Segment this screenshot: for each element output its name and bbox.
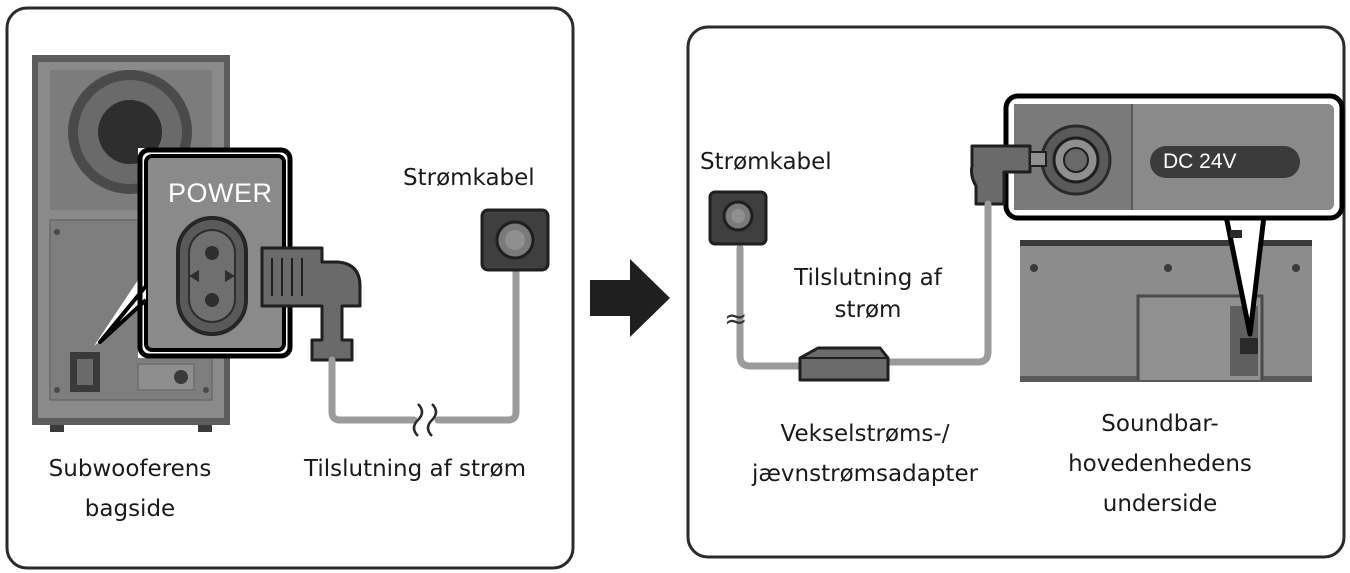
right-connection-label: Tilslutning af strøm	[778, 264, 958, 324]
right-cable-dc	[882, 200, 992, 366]
adapter-label-line2: jævnstrømsadapter	[751, 461, 979, 487]
subwoofer-label-line1: Subwooferens	[48, 456, 212, 482]
dc-plug	[970, 144, 1047, 206]
left-cable-label: Strømkabel	[403, 165, 535, 191]
dc-label: DC 24V	[1163, 150, 1237, 173]
left-wall-outlet	[480, 208, 550, 272]
left-connection-label: Tilslutning af strøm	[304, 456, 526, 482]
soundbar-underside	[1020, 240, 1312, 382]
flow-arrow	[590, 259, 670, 337]
adapter-label: Vekselstrøms-/ jævnstrømsadapter	[745, 420, 985, 488]
right-cable-wall	[736, 244, 806, 370]
right-connection-label-line2: strøm	[834, 297, 902, 323]
ac-tilde-icon: ≈	[724, 302, 748, 335]
right-cable-label: Strømkabel	[700, 149, 832, 175]
subwoofer-label: Subwooferens bagside	[40, 455, 220, 523]
dc-label-pill	[1150, 146, 1300, 178]
subwoofer-label-line2: bagside	[84, 496, 176, 522]
ac-dc-adapter	[798, 346, 890, 382]
soundbar-label: Soundbar- hovedenhedens underside	[1060, 410, 1260, 518]
right-connection-label-line1: Tilslutning af	[794, 265, 942, 291]
left-cable	[328, 252, 520, 424]
left-cable-break	[412, 403, 438, 437]
dc-callout	[1003, 93, 1345, 337]
power-plug	[260, 246, 362, 362]
power-label: POWER	[168, 178, 273, 208]
right-wall-outlet	[708, 190, 768, 246]
soundbar-label-line3: underside	[1102, 491, 1218, 517]
adapter-label-line1: Vekselstrøms-/	[780, 421, 950, 447]
soundbar-label-line1: Soundbar-	[1101, 411, 1219, 437]
soundbar-label-line2: hovedenhedens	[1068, 451, 1252, 477]
